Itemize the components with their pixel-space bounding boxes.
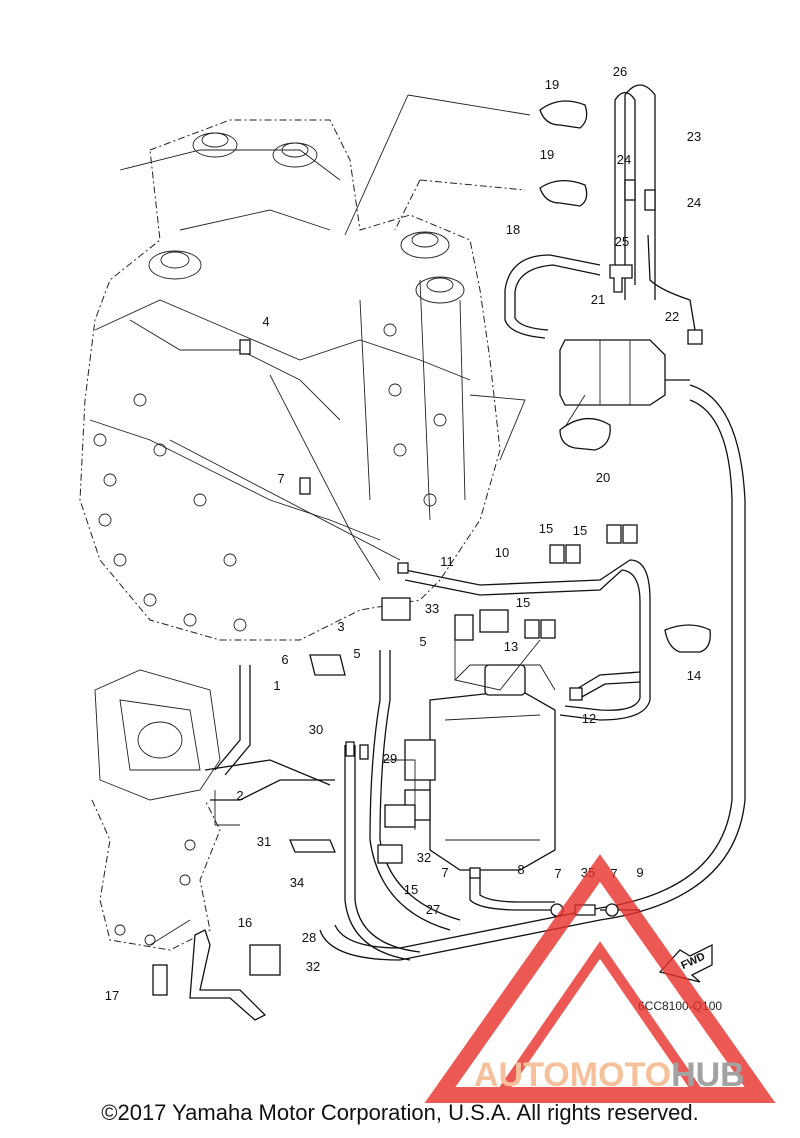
hose-lines: [204, 84, 746, 961]
copyright-notice: ©2017 Yamaha Motor Corporation, U.S.A. A…: [101, 1100, 699, 1125]
callout-22: 22: [665, 309, 679, 324]
callout-16: 16: [238, 915, 252, 930]
watermark: AUTOMOTOHUB: [424, 854, 776, 1103]
callout-32: 32: [306, 959, 320, 974]
callout-13: 13: [504, 639, 518, 654]
callout-9: 9: [636, 865, 643, 880]
filter-canister: [559, 339, 690, 406]
callout-17: 17: [105, 988, 119, 1003]
callout-24: 24: [617, 152, 631, 167]
callout-15: 15: [404, 882, 418, 897]
callout-11: 11: [440, 554, 454, 569]
callout-27: 27: [426, 902, 440, 917]
callout-19: 19: [545, 77, 559, 92]
callout-7: 7: [277, 471, 284, 486]
leader-lines: [149, 94, 586, 946]
engine-block-outline: [79, 119, 501, 641]
callout-34: 34: [290, 875, 304, 890]
svg-text:AUTOMOTOHUB: AUTOMOTOHUB: [474, 1056, 745, 1094]
callout-14: 14: [687, 668, 701, 683]
callout-2: 2: [236, 788, 243, 803]
callout-7: 7: [554, 866, 561, 881]
callout-18: 18: [506, 222, 520, 237]
callout-3: 3: [337, 619, 344, 634]
watermark-text-left: AUTOMOTO: [474, 1056, 671, 1094]
callout-5: 5: [353, 646, 360, 661]
callout-8: 8: [517, 862, 524, 877]
callout-29: 29: [383, 751, 397, 766]
callout-33: 33: [425, 601, 439, 616]
clamps: [152, 100, 711, 1021]
callout-7: 7: [610, 866, 617, 881]
callout-4: 4: [262, 314, 269, 329]
callout-21: 21: [591, 292, 605, 307]
callout-32: 32: [417, 850, 431, 865]
watermark-triangle-logo: [424, 854, 776, 1103]
callout-19: 19: [540, 147, 554, 162]
vapor-separator: [404, 664, 556, 871]
callout-15: 15: [539, 521, 553, 536]
callout-26: 26: [613, 64, 627, 79]
callout-6: 6: [281, 652, 288, 667]
callout-10: 10: [495, 545, 509, 560]
throttle-body: [91, 669, 221, 951]
callout-12: 12: [582, 711, 596, 726]
callout-1: 1: [273, 678, 280, 693]
callout-31: 31: [257, 834, 271, 849]
callout-30: 30: [309, 722, 323, 737]
callout-25: 25: [615, 234, 629, 249]
callout-15: 15: [516, 595, 530, 610]
callout-28: 28: [302, 930, 316, 945]
watermark-text-right: HUB: [671, 1056, 745, 1094]
callout-15: 15: [573, 523, 587, 538]
callout-5: 5: [419, 634, 426, 649]
callout-24: 24: [687, 195, 701, 210]
callout-20: 20: [596, 470, 610, 485]
callout-7: 7: [441, 865, 448, 880]
callout-23: 23: [687, 129, 701, 144]
